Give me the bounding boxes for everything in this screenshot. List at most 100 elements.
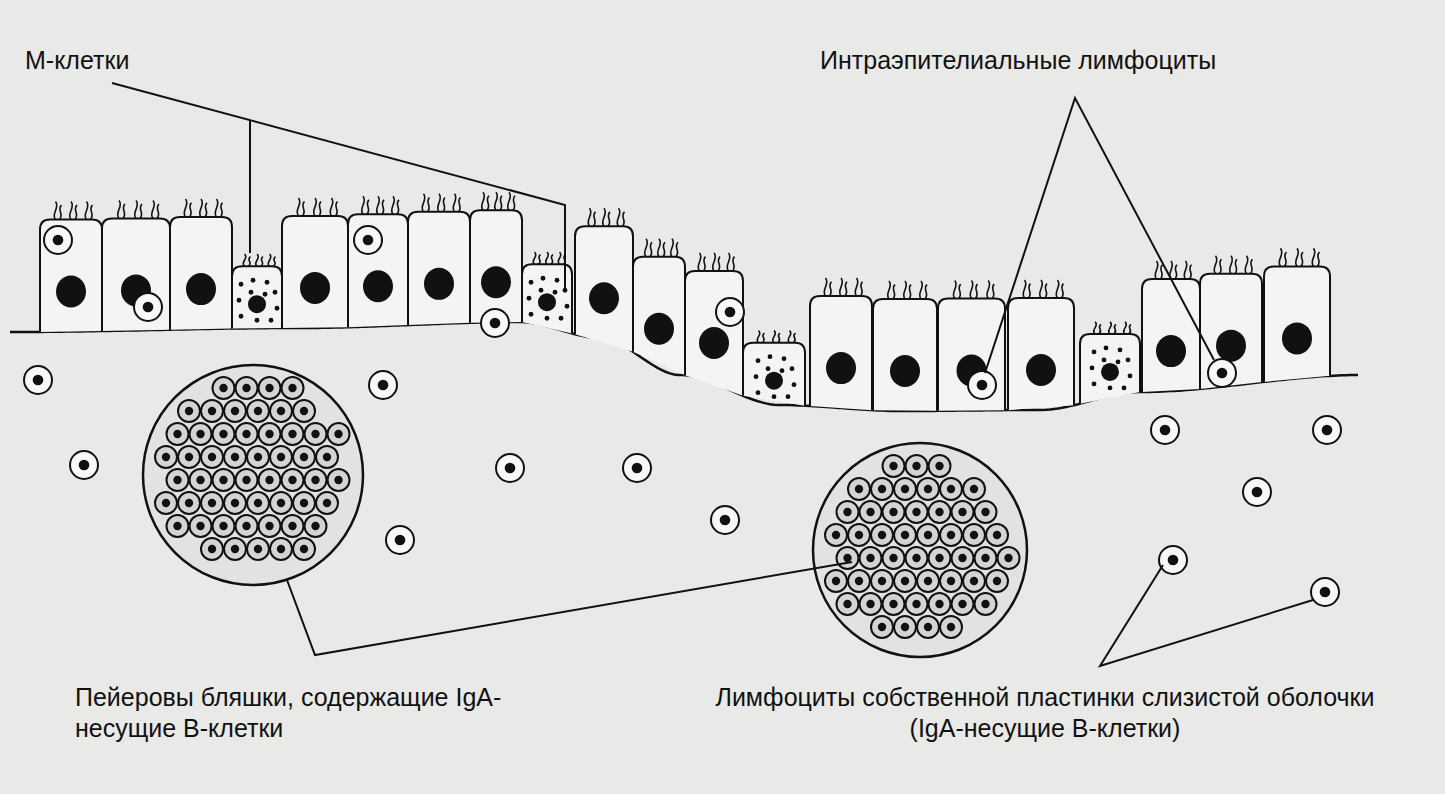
lymphocyte-nucleus bbox=[395, 535, 406, 546]
lymphocyte bbox=[201, 446, 223, 468]
microvilli bbox=[920, 281, 927, 299]
lymphocyte-nucleus bbox=[970, 485, 978, 493]
microvilli bbox=[1124, 322, 1131, 334]
microvilli bbox=[1230, 256, 1237, 274]
microvilli bbox=[70, 202, 77, 220]
lymphocyte-nucleus bbox=[288, 430, 296, 438]
lymphocyte bbox=[906, 547, 928, 569]
granule bbox=[780, 368, 785, 373]
leader-lines bbox=[112, 83, 1313, 666]
granule bbox=[790, 366, 795, 371]
lymphocyte bbox=[1208, 359, 1236, 387]
microvilli bbox=[1094, 322, 1101, 334]
lymphocyte-nucleus bbox=[208, 499, 216, 507]
lymphocyte bbox=[952, 501, 974, 523]
microvilli bbox=[533, 252, 540, 264]
lymphocyte bbox=[883, 547, 905, 569]
microvilli bbox=[546, 252, 553, 264]
lymphocyte-nucleus bbox=[254, 407, 262, 415]
lymphocyte bbox=[24, 366, 52, 394]
lymphocyte-nucleus bbox=[288, 384, 296, 392]
microvilli bbox=[256, 254, 263, 266]
lymphocyte-nucleus bbox=[889, 554, 897, 562]
epithelial-cell bbox=[348, 214, 408, 327]
lymphocyte bbox=[259, 515, 281, 537]
lymphocyte-nucleus bbox=[855, 531, 863, 539]
granule bbox=[275, 306, 280, 311]
lymphocyte bbox=[496, 454, 524, 482]
microvilli bbox=[788, 331, 795, 343]
granule bbox=[249, 290, 254, 295]
granule bbox=[541, 276, 546, 281]
nucleus bbox=[1026, 354, 1056, 386]
lymphocyte bbox=[986, 524, 1008, 546]
epithelial-cell bbox=[685, 271, 743, 396]
lymphocyte-nucleus bbox=[300, 453, 308, 461]
lymphocyte bbox=[247, 492, 269, 514]
lymphocyte bbox=[293, 538, 315, 560]
granule bbox=[237, 298, 242, 303]
lymphocyte bbox=[155, 492, 177, 514]
microvilli bbox=[727, 253, 734, 271]
nucleus bbox=[363, 270, 393, 302]
microvilli bbox=[438, 194, 445, 212]
lymphocyte bbox=[883, 455, 905, 477]
lymphocyte-nucleus bbox=[878, 577, 886, 585]
lymphocyte bbox=[259, 423, 281, 445]
lymphocyte-nucleus bbox=[901, 531, 909, 539]
lymphocyte bbox=[837, 593, 859, 615]
lymphocyte-nucleus bbox=[79, 460, 90, 471]
lymphocyte bbox=[134, 293, 162, 321]
lymphocyte-nucleus bbox=[208, 453, 216, 461]
microvilli bbox=[1184, 261, 1191, 279]
microvilli bbox=[392, 196, 399, 214]
nucleus bbox=[1216, 330, 1246, 362]
lymphocyte-nucleus bbox=[173, 522, 181, 530]
lymphocyte-nucleus bbox=[265, 476, 273, 484]
lymphocyte-nucleus bbox=[981, 508, 989, 516]
epithelial-cell bbox=[575, 226, 633, 351]
microvilli bbox=[645, 239, 652, 257]
leader-line bbox=[985, 98, 1214, 373]
microvilli bbox=[617, 208, 624, 226]
lymphocyte bbox=[70, 451, 98, 479]
lymphocyte-nucleus bbox=[185, 407, 193, 415]
lymphocyte bbox=[998, 547, 1020, 569]
lymphocyte-nucleus bbox=[231, 499, 239, 507]
granule bbox=[553, 290, 558, 295]
lymphocyte bbox=[236, 469, 258, 491]
lymphocyte bbox=[224, 538, 246, 560]
lymphocyte-nucleus bbox=[947, 623, 955, 631]
lymphocyte-nucleus bbox=[924, 531, 932, 539]
lymphocyte bbox=[305, 515, 327, 537]
lymphocyte-nucleus bbox=[242, 430, 250, 438]
microvilli bbox=[953, 280, 960, 298]
patch-outline bbox=[813, 443, 1027, 657]
lymphocyte-nucleus bbox=[958, 600, 966, 608]
granule bbox=[529, 312, 534, 317]
granule bbox=[1090, 365, 1095, 370]
lymphocyte bbox=[952, 547, 974, 569]
lymphocyte-nucleus bbox=[1252, 487, 1263, 498]
lymphocyte bbox=[906, 455, 928, 477]
lymphocyte-nucleus bbox=[977, 380, 988, 391]
lymphocyte-nucleus bbox=[924, 577, 932, 585]
lymphocyte bbox=[44, 226, 72, 254]
microvilli bbox=[215, 199, 222, 217]
nucleus bbox=[424, 268, 454, 300]
granule bbox=[1118, 347, 1123, 352]
epithelial-cell bbox=[1008, 298, 1074, 410]
microvilli bbox=[757, 331, 764, 343]
granule bbox=[545, 316, 550, 321]
lymphocyte-nucleus bbox=[866, 600, 874, 608]
lymphocyte-nucleus bbox=[231, 407, 239, 415]
lymphocyte bbox=[825, 524, 847, 546]
granule bbox=[754, 374, 759, 379]
lymphocyte-nucleus bbox=[185, 499, 193, 507]
microvilli bbox=[603, 208, 610, 226]
microvilli bbox=[184, 199, 191, 217]
lymphocyte-nucleus bbox=[889, 508, 897, 516]
nucleus bbox=[890, 355, 920, 387]
lymphocyte bbox=[213, 423, 235, 445]
